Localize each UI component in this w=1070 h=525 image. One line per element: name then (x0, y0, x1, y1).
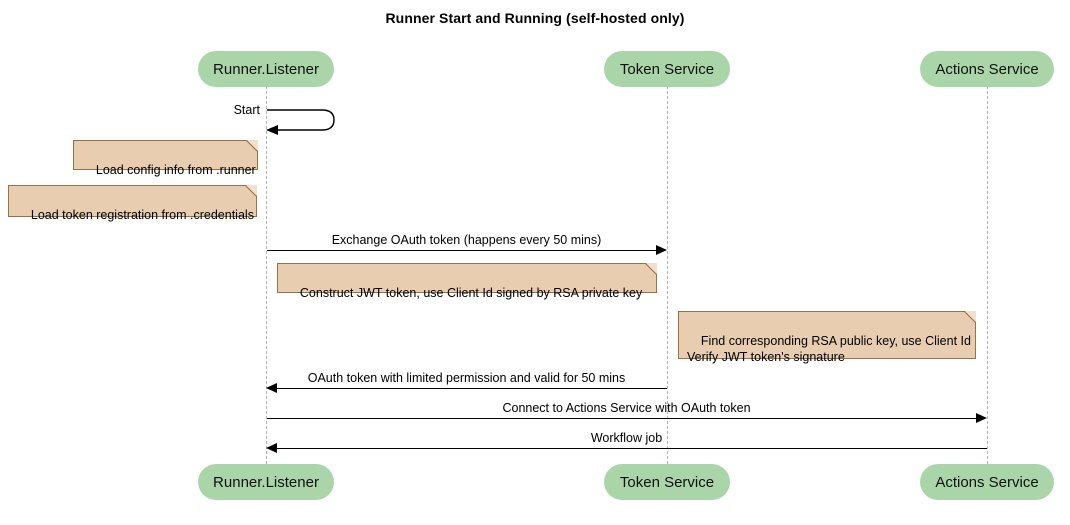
note-dogear-edge-icon (246, 140, 258, 152)
note-construct-jwt: Construct JWT token, use Client Id signe… (277, 263, 657, 300)
participant-footer-actions-service[interactable]: Actions Service (920, 464, 1054, 500)
participant-label: Actions Service (935, 473, 1039, 491)
participant-runner-listener[interactable]: Runner.Listener (198, 51, 334, 87)
participant-footer-runner-listener[interactable]: Runner.Listener (198, 464, 334, 500)
message-workflow-job-arrowhead (266, 443, 277, 453)
message-exchange-oauth-arrowhead (656, 245, 667, 255)
participant-label: Token Service (619, 60, 715, 78)
lifeline-runner (266, 86, 267, 464)
participant-token-service[interactable]: Token Service (604, 51, 730, 87)
note-load-credentials: Load token registration from .credential… (8, 185, 257, 222)
note-dogear-edge-icon (964, 311, 976, 323)
note-text: Find corresponding RSA public key, use C… (687, 334, 971, 364)
page-title: Runner Start and Running (self-hosted on… (385, 10, 685, 26)
participant-actions-service[interactable]: Actions Service (920, 51, 1054, 87)
participant-label: Runner.Listener (213, 60, 319, 78)
note-load-config: Load config info from .runner (73, 140, 258, 177)
self-message-start-arrow (262, 104, 342, 136)
message-connect-actions-arrowhead (976, 413, 987, 423)
message-connect-actions-line (267, 418, 977, 419)
message-oauth-return-label: OAuth token with limited permission and … (307, 371, 626, 385)
message-workflow-job-line (277, 448, 987, 449)
note-text: Load config info from .runner (95, 163, 256, 177)
note-dogear-edge-icon (645, 263, 657, 275)
message-workflow-job-label: Workflow job (590, 431, 663, 445)
message-exchange-oauth-label: Exchange OAuth token (happens every 50 m… (331, 233, 602, 247)
lifeline-token (667, 86, 668, 464)
participant-label: Actions Service (935, 60, 1039, 78)
message-oauth-return-arrowhead (266, 383, 277, 393)
message-oauth-return-line (277, 388, 667, 389)
note-text: Construct JWT token, use Client Id signe… (299, 286, 643, 300)
note-text: Load token registration from .credential… (30, 208, 254, 222)
lifeline-actions (987, 86, 988, 464)
participant-label: Runner.Listener (213, 473, 319, 491)
self-message-start-label: Start (233, 103, 260, 117)
note-dogear-edge-icon (245, 185, 257, 197)
message-exchange-oauth-line (267, 250, 657, 251)
note-verify-jwt: Find corresponding RSA public key, use C… (678, 311, 976, 364)
participant-footer-token-service[interactable]: Token Service (604, 464, 730, 500)
participant-label: Token Service (619, 473, 715, 491)
message-connect-actions-label: Connect to Actions Service with OAuth to… (502, 401, 751, 415)
